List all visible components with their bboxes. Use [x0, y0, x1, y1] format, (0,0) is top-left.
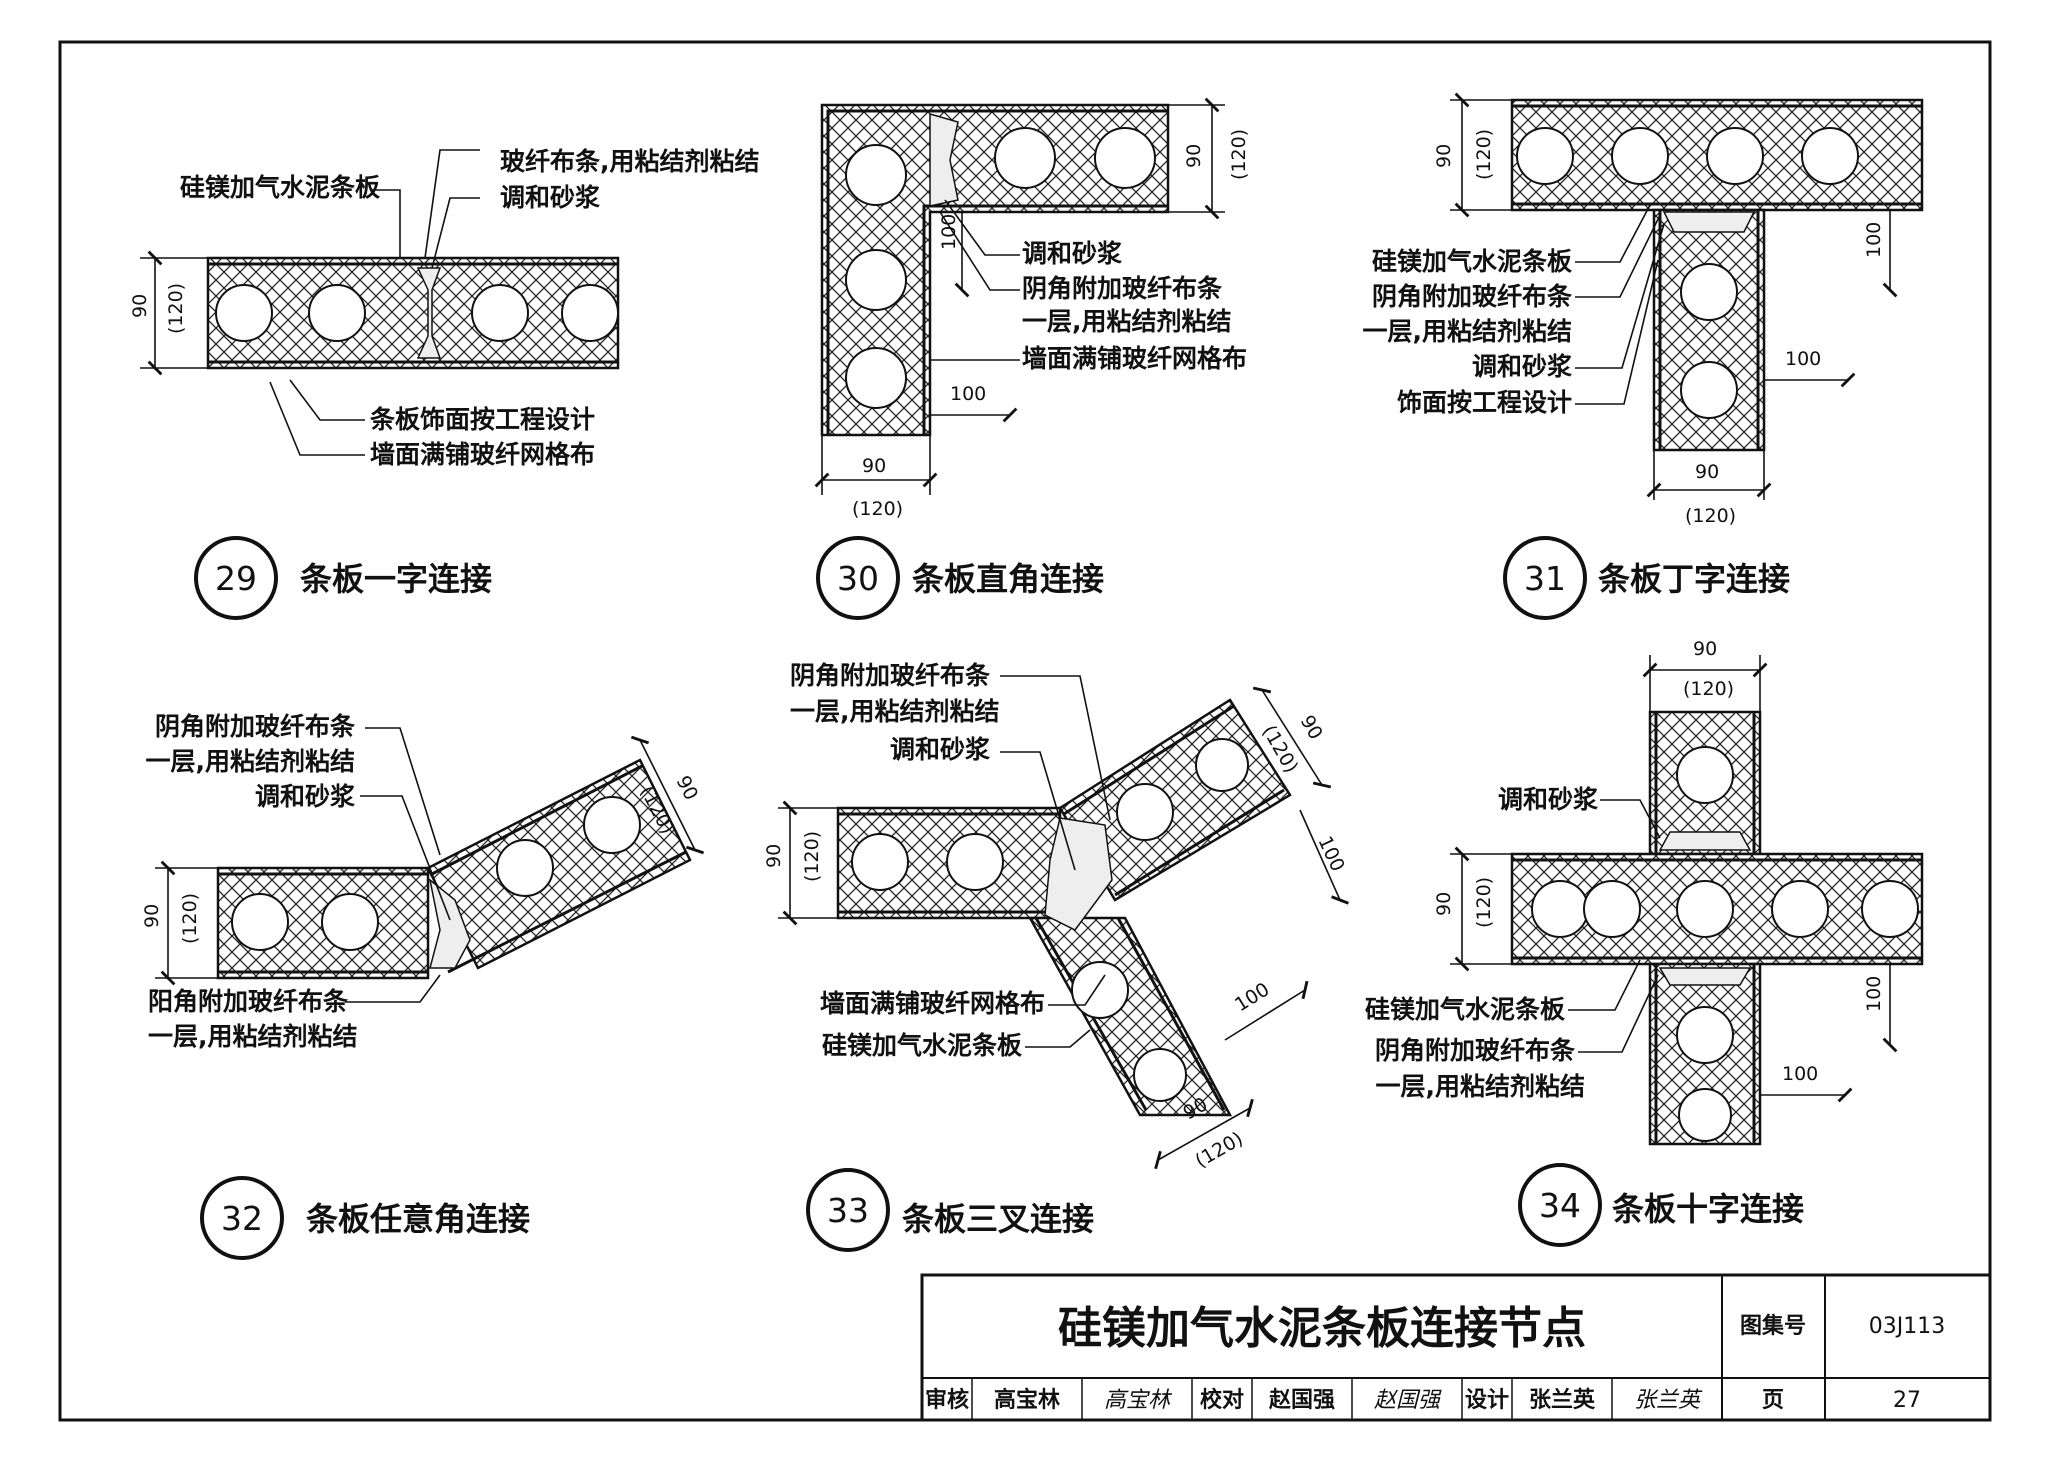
panel	[206, 256, 620, 370]
svg-text:条板十字连接: 条板十字连接	[1612, 1190, 1804, 1228]
svg-text:90: 90	[862, 455, 886, 477]
detail-30: 90 (120) 100 100 90 (120) 调和砂浆 阴角附加玻纤布条 …	[814, 97, 1250, 620]
svg-text:页: 页	[1762, 1388, 1784, 1413]
atlas-label: 图集号	[1740, 1313, 1806, 1339]
svg-text:90: 90	[672, 772, 703, 804]
svg-text:(120): (120)	[1685, 505, 1736, 527]
svg-text:阴角附加玻纤布条: 阴角附加玻纤布条	[1022, 274, 1223, 303]
detail-number: 29	[215, 559, 257, 598]
svg-text:阴角附加玻纤布条: 阴角附加玻纤布条	[1375, 1036, 1576, 1065]
svg-text:90: 90	[1695, 461, 1719, 483]
svg-text:条板三叉连接: 条板三叉连接	[902, 1200, 1094, 1238]
svg-text:一层,用粘结剂粘结: 一层,用粘结剂粘结	[148, 1022, 358, 1051]
svg-text:(120): (120)	[1683, 678, 1734, 700]
svg-text:阴角附加玻纤布条: 阴角附加玻纤布条	[155, 712, 356, 741]
detail-number-circle	[194, 536, 278, 620]
svg-text:墙面满铺玻纤网格布: 墙面满铺玻纤网格布	[1022, 344, 1247, 373]
detail-31: 90 (120) 100 100 90 (120) 硅镁加气水泥条板 阴角附加玻…	[1363, 92, 1924, 620]
svg-text:条板任意角连接: 条板任意角连接	[306, 1200, 530, 1238]
checker-signature: 赵国强	[1374, 1388, 1442, 1413]
svg-text:100: 100	[1782, 1063, 1818, 1085]
svg-text:校对: 校对	[1200, 1387, 1244, 1413]
label-fiber-strip: 玻纤布条,用粘结剂粘结	[500, 147, 760, 176]
svg-text:90: 90	[1183, 144, 1205, 168]
svg-text:90: 90	[1693, 638, 1717, 660]
svg-text:(120): (120)	[1228, 129, 1250, 180]
svg-text:31: 31	[1524, 559, 1566, 598]
svg-text:高宝林: 高宝林	[994, 1387, 1060, 1413]
svg-text:34: 34	[1539, 1186, 1581, 1225]
svg-text:90: 90	[763, 844, 785, 868]
svg-text:一层,用粘结剂粘结: 一层,用粘结剂粘结	[1376, 1072, 1586, 1101]
detail-33: 90 (120) 90 (120) 100 100 90 (120) 阴角附加玻…	[763, 661, 1349, 1252]
drawing-title: 硅镁加气水泥条板连接节点	[1058, 1303, 1586, 1354]
page-number: 27	[1893, 1388, 1921, 1413]
dim-thickness: 90	[129, 294, 151, 318]
label-mortar: 调和砂浆	[500, 183, 600, 212]
svg-text:条板直角连接: 条板直角连接	[912, 560, 1104, 598]
svg-text:30: 30	[837, 559, 879, 598]
svg-text:一层,用粘结剂粘结: 一层,用粘结剂粘结	[790, 697, 1000, 726]
label-panel: 硅镁加气水泥条板	[180, 173, 380, 202]
svg-text:(120): (120)	[1192, 1128, 1247, 1173]
svg-text:条板丁字连接: 条板丁字连接	[1598, 560, 1790, 598]
svg-text:阴角附加玻纤布条: 阴角附加玻纤布条	[1372, 282, 1573, 311]
reviewer-signature: 高宝林	[1104, 1388, 1173, 1413]
title-block: 硅镁加气水泥条板连接节点 图集号 03J113 审核 高宝林 高宝林 校对 赵国…	[920, 1273, 1992, 1422]
svg-text:赵国强: 赵国强	[1268, 1387, 1335, 1413]
svg-text:33: 33	[827, 1191, 869, 1230]
svg-text:90: 90	[141, 904, 163, 928]
svg-text:调和砂浆: 调和砂浆	[890, 735, 990, 764]
detail-caption: 条板一字连接	[300, 560, 492, 598]
designer-signature: 张兰英	[1634, 1388, 1703, 1413]
svg-text:(120): (120)	[1473, 877, 1495, 928]
svg-text:90: 90	[1433, 892, 1455, 916]
label-finish: 条板饰面按工程设计	[370, 405, 595, 434]
svg-text:100: 100	[1231, 978, 1273, 1016]
detail-29: 90 (120) 硅镁加气水泥条板 玻纤布条,用粘结剂粘结 调和砂浆 条板饰面按…	[129, 147, 760, 620]
svg-text:阴角附加玻纤布条: 阴角附加玻纤布条	[790, 661, 991, 690]
svg-text:100: 100	[1863, 976, 1885, 1012]
svg-text:一层,用粘结剂粘结: 一层,用粘结剂粘结	[1022, 307, 1232, 336]
svg-text:90: 90	[1296, 712, 1327, 744]
svg-text:100: 100	[938, 214, 960, 250]
detail-34: 90 (120) 90 (120) 100 100 调和砂浆 硅镁加气水泥条板 …	[1365, 638, 1924, 1247]
svg-text:100: 100	[950, 383, 986, 405]
svg-text:阳角附加玻纤布条: 阳角附加玻纤布条	[148, 987, 349, 1016]
svg-text:一层,用粘结剂粘结: 一层,用粘结剂粘结	[146, 747, 356, 776]
svg-text:调和砂浆: 调和砂浆	[1022, 239, 1122, 268]
svg-text:调和砂浆: 调和砂浆	[1498, 785, 1598, 814]
svg-text:饰面按工程设计: 饰面按工程设计	[1397, 388, 1572, 417]
detail-32: 90 (120) 90 (120) 阴角附加玻纤布条 一层,用粘结剂粘结 调和砂…	[141, 712, 705, 1260]
label-mesh: 墙面满铺玻纤网格布	[370, 440, 595, 469]
svg-text:硅镁加气水泥条板: 硅镁加气水泥条板	[1372, 247, 1572, 276]
svg-text:(120): (120)	[1473, 129, 1495, 180]
svg-text:设计: 设计	[1465, 1388, 1509, 1413]
svg-text:调和砂浆: 调和砂浆	[1472, 352, 1572, 381]
svg-text:张兰英: 张兰英	[1529, 1387, 1596, 1413]
svg-text:(120): (120)	[852, 498, 903, 520]
svg-text:一层,用粘结剂粘结: 一层,用粘结剂粘结	[1363, 317, 1573, 346]
svg-text:墙面满铺玻纤网格布: 墙面满铺玻纤网格布	[820, 989, 1045, 1018]
svg-text:硅镁加气水泥条板: 硅镁加气水泥条板	[822, 1031, 1022, 1060]
svg-text:32: 32	[221, 1199, 263, 1238]
svg-text:100: 100	[1863, 222, 1885, 258]
svg-text:硅镁加气水泥条板: 硅镁加气水泥条板	[1365, 995, 1565, 1024]
svg-text:(120): (120)	[179, 893, 201, 944]
svg-text:调和砂浆: 调和砂浆	[255, 782, 355, 811]
dim-thickness-alt: (120)	[165, 283, 187, 334]
svg-text:100: 100	[1785, 348, 1821, 370]
svg-text:审核: 审核	[925, 1387, 969, 1413]
atlas-number: 03J113	[1869, 1314, 1945, 1339]
svg-text:90: 90	[1433, 144, 1455, 168]
svg-text:(120): (120)	[801, 831, 823, 882]
